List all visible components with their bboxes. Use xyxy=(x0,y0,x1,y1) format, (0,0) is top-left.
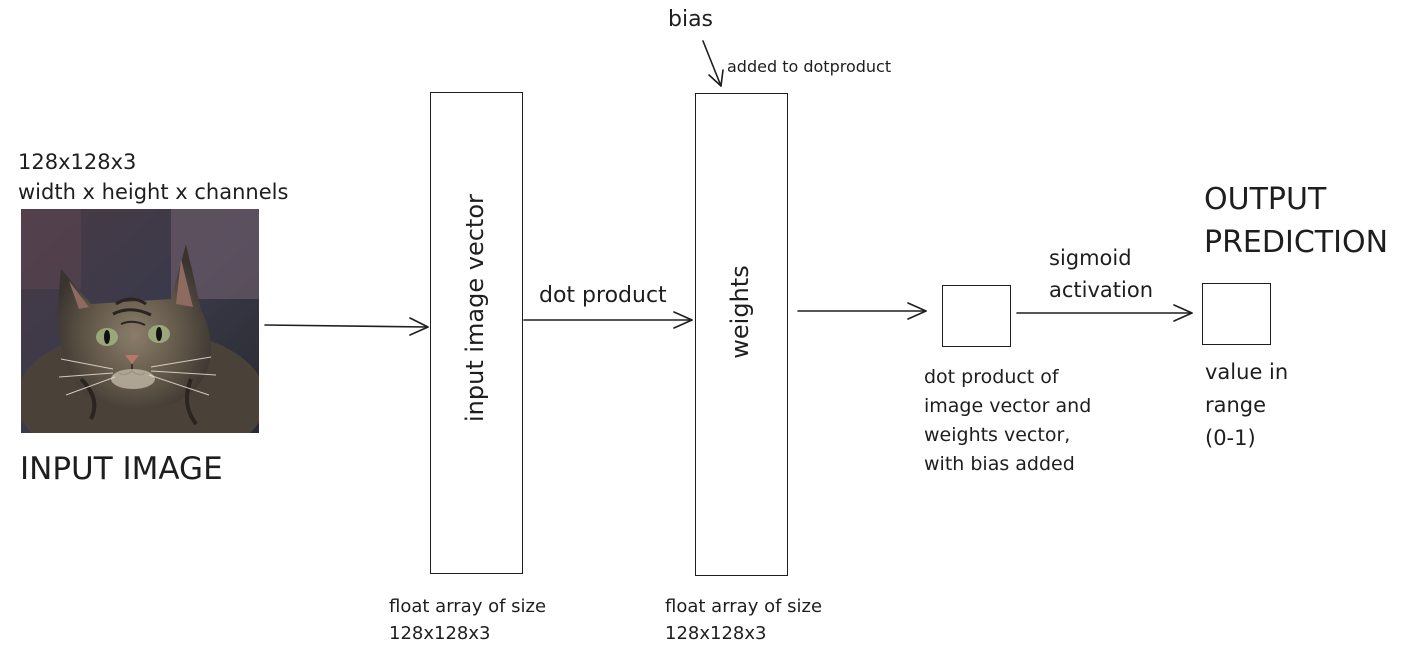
dot-product-result-caption: dot product of image vector and weights … xyxy=(924,366,1092,475)
cat-image xyxy=(21,209,259,433)
input-dims-description: width x height x channels xyxy=(18,180,289,204)
dot-product-label: dot product xyxy=(539,283,667,308)
input-image-vector-box xyxy=(430,92,523,574)
weights-box xyxy=(695,93,788,576)
bias-label: bias xyxy=(668,7,714,32)
vector-caption-line2: 128x128x3 xyxy=(389,623,491,644)
arrow-image-to-vector xyxy=(264,317,429,336)
output-caption-line1: value in xyxy=(1205,360,1289,384)
arrow-bias-to-weights xyxy=(702,40,724,87)
output-prediction-box xyxy=(1202,283,1271,345)
output-caption-line2: range xyxy=(1205,393,1267,417)
bias-note: added to dotproduct xyxy=(727,57,892,76)
input-image-title: INPUT IMAGE xyxy=(20,451,223,487)
weights-caption-line1: float array of size xyxy=(665,596,823,617)
arrow-vector-to-weights xyxy=(523,311,693,329)
arrow-weights-to-result xyxy=(797,302,927,320)
sigmoid-label: sigmoid xyxy=(1049,246,1132,270)
arrow-result-to-output xyxy=(1016,304,1193,322)
activation-label: activation xyxy=(1049,278,1154,302)
dot-product-result-box xyxy=(942,285,1011,347)
output-title-line2: PREDICTION xyxy=(1204,225,1389,260)
weights-caption-line2: 128x128x3 xyxy=(665,623,767,644)
vector-caption-line1: float array of size xyxy=(389,596,547,617)
output-title-line1: OUTPUT xyxy=(1204,182,1327,217)
input-dims-label: 128x128x3 xyxy=(18,150,137,174)
output-caption-line3: (0-1) xyxy=(1205,426,1256,450)
